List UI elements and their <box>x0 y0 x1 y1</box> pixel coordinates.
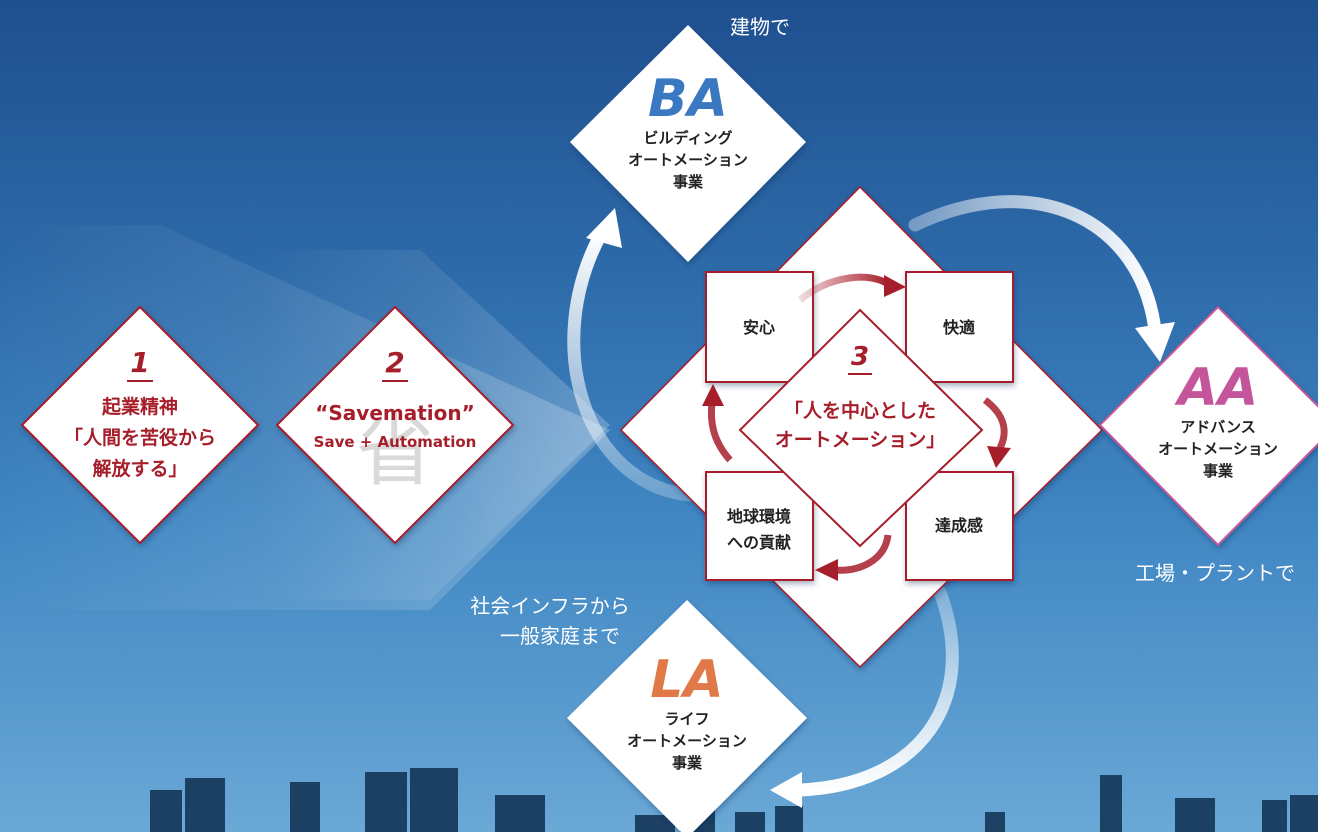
ba-caption: 建物で <box>730 15 790 39</box>
principle-1-line-1: 起業精神 <box>101 395 178 418</box>
value-anshin: 安心 <box>743 318 775 337</box>
value-kaiteki: 快適 <box>943 318 975 337</box>
ba-name-line-1: ビルディング <box>644 129 733 147</box>
principle-1-diamond <box>20 305 260 545</box>
la-name-line-2: オートメーション <box>627 732 747 750</box>
arrow-center-to-ba-head <box>586 208 622 248</box>
principle-2-line-2: Save + Automation <box>314 433 477 451</box>
arrow-center-to-la <box>793 585 959 797</box>
cycle-arrows <box>702 273 1011 581</box>
aa-name-line-2: オートメーション <box>1158 440 1278 458</box>
value-box-anshin <box>705 271 814 383</box>
la-block: 社会インフラから 一般家庭まで LA ライフ オートメーション 事業 <box>470 594 747 772</box>
principle-3-number: 3 <box>851 342 869 372</box>
value-box-kaiteki <box>905 271 1014 383</box>
la-abbr: LA <box>650 650 723 710</box>
savemation-watermark: 省 <box>356 407 434 497</box>
la-caption-line-1: 社会インフラから <box>470 594 629 618</box>
value-box-tasseikan <box>905 471 1014 581</box>
values: 安心 快適 達成感 地球環境 への貢献 <box>727 318 983 552</box>
principle-3-diamond <box>738 308 984 548</box>
aa-name-line-3: 事業 <box>1203 462 1234 480</box>
value-chikyu-line-1: 地球環境 <box>727 507 791 526</box>
aa-block: AA アドバンス オートメーション 事業 工場・プラントで <box>1135 358 1295 585</box>
principle-1: 1 起業精神 「人間を苦役から 解放する」 <box>64 346 216 480</box>
value-boxes <box>705 271 1014 581</box>
la-diamond <box>567 600 807 832</box>
principle-2-number: 2 <box>385 346 404 379</box>
aa-caption: 工場・プラントで <box>1135 561 1295 585</box>
value-chikyu-line-2: への貢献 <box>727 533 791 552</box>
principle-2: 省 2 “Savemation” Save + Automation <box>314 346 477 497</box>
ba-name-line-3: 事業 <box>673 173 704 191</box>
ba-abbr: BA <box>648 69 728 129</box>
value-tasseikan: 達成感 <box>935 516 983 535</box>
aa-diamond <box>1098 305 1318 547</box>
principle-3: 3 「人を中心とした オートメーション」 <box>775 342 946 451</box>
principle-2-diamond <box>275 305 515 545</box>
aa-abbr: AA <box>1174 358 1259 418</box>
arrow-center-to-aa-head <box>1135 322 1175 362</box>
ba-diamond <box>570 25 806 262</box>
value-box-chikyu <box>705 471 814 581</box>
arrow-center-to-la-head <box>770 772 802 808</box>
principle-1-line-3: 解放する」 <box>92 457 187 480</box>
la-name-line-3: 事業 <box>672 754 703 772</box>
aa-name-line-1: アドバンス <box>1180 418 1255 436</box>
flow-arrows <box>567 195 1175 808</box>
principle-1-number: 1 <box>130 346 149 379</box>
principle-3-line-2: オートメーション」 <box>775 429 946 451</box>
ba-block: 建物で BA ビルディング オートメーション 事業 <box>628 15 790 191</box>
principle-1-line-2: 「人間を苦役から <box>64 426 216 449</box>
la-name-line-1: ライフ <box>664 710 709 728</box>
la-caption-line-2: 一般家庭まで <box>500 624 620 648</box>
arrow-center-to-ba <box>567 225 697 502</box>
principle-2-line-1: “Savemation” <box>315 401 475 425</box>
ba-name-line-2: オートメーション <box>628 151 748 169</box>
principle-3-line-1: 「人を中心とした <box>784 399 936 422</box>
arrow-center-to-aa <box>908 195 1162 337</box>
